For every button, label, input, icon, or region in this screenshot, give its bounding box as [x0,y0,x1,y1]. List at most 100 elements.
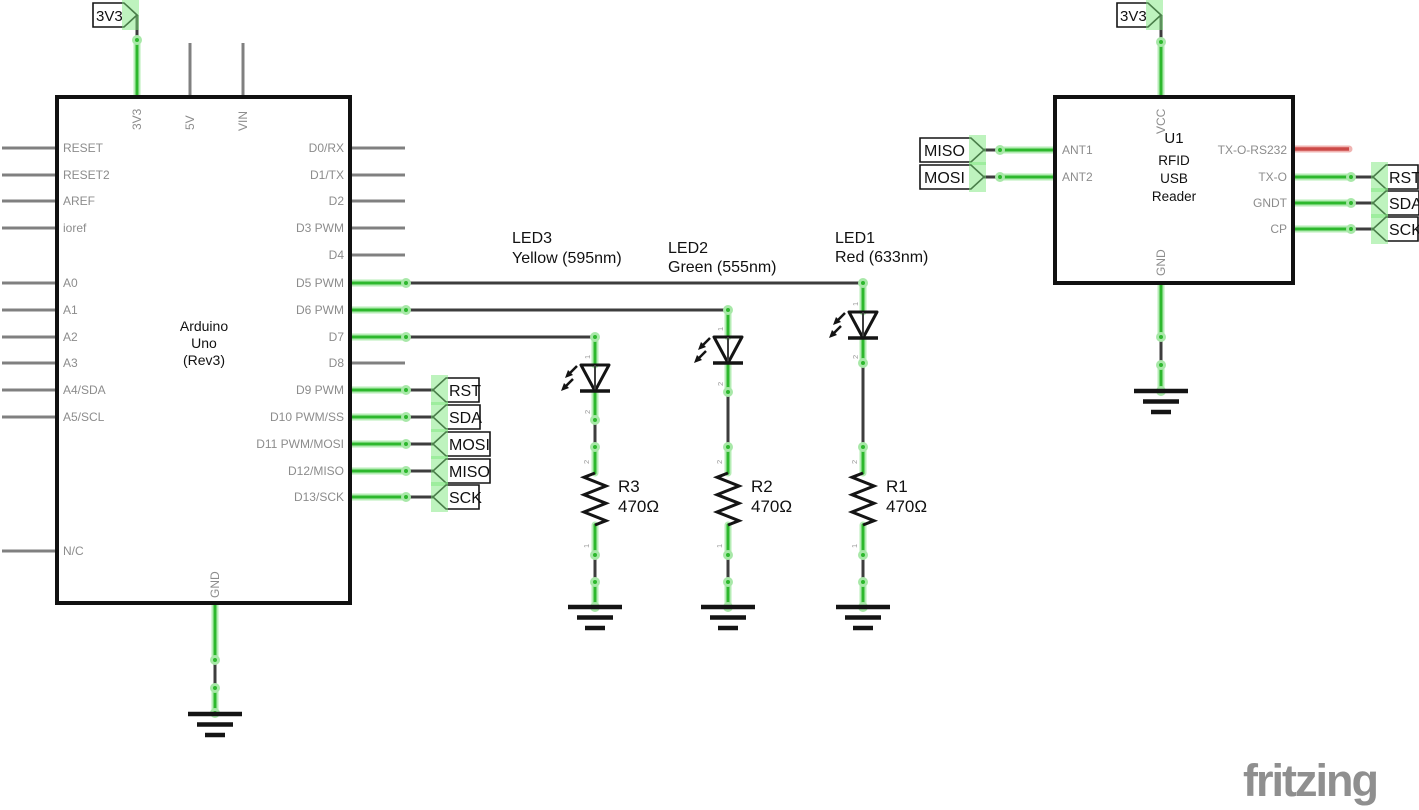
r1-ref-label: R1 [886,477,908,496]
r2-pin2-number: 2 [715,460,724,464]
led2-pin1-number: 1 [716,327,725,331]
arduino-title-line1: Arduino [180,318,228,334]
junction-dots [132,35,1356,718]
arduino-pin-d4: D4 [329,248,345,262]
rfid-pin-txo: TX-O [1258,170,1287,184]
net-label-mosi-rfid[interactable]: MOSI [919,162,986,192]
net-label-sda-arduino[interactable]: SDA [431,402,482,432]
led3-desc-label: Yellow (595nm) [512,250,622,267]
net-label-miso-rfid-text: MISO [924,143,965,160]
arduino-title-line3: (Rev3) [183,352,225,368]
net-label-sda-rfid-text: SDA [1389,196,1419,213]
led1-ref-label: LED1 [835,230,875,247]
led2-pin2-number: 2 [716,382,725,386]
led2-ref-label: LED2 [668,240,708,257]
r3-value-label: 470Ω [618,497,659,516]
rfid-pin-vcc: VCC [1154,108,1168,134]
arduino-pin-d2: D2 [329,194,345,208]
net-label-mosi-arduino-text: MOSI [449,437,490,454]
led2-symbol[interactable]: 1 2 [694,327,744,386]
net-label-rst-arduino[interactable]: RST [431,375,481,405]
arduino-pin-d13: D13/SCK [294,490,344,504]
arduino-pin-d12: D12/MISO [288,464,344,478]
net-label-mosi-rfid-text: MOSI [924,170,965,187]
r3-pin2-number: 2 [582,460,591,464]
fritzing-logo: fritzing [1243,755,1377,806]
led2-desc-label: Green (555nm) [668,259,777,276]
arduino-title-line2: Uno [191,335,217,351]
arduino-pin-d7: D7 [329,330,345,344]
arduino-pin-d3: D3 PWM [296,221,344,235]
rfid-body[interactable] [1053,95,1295,285]
net-label-rst-rfid[interactable]: RST [1371,162,1419,192]
r3-ref-label: R3 [618,477,640,496]
arduino-uno[interactable]: Arduino Uno (Rev3) RESET RESET2 AREF ior… [55,95,352,605]
r2-ref-label: R2 [751,477,773,496]
led-labels: LED1 Red (633nm) LED2 Green (555nm) LED3… [512,230,928,276]
rfid-pin-gnd: GND [1154,249,1168,276]
ground-symbol[interactable] [188,388,1188,738]
net-label-3v3-arduino[interactable]: 3V3 [92,0,139,30]
led1-pin2-number: 2 [851,355,860,359]
arduino-pin-a2: A2 [63,330,78,344]
r1-value-label: 470Ω [886,497,927,516]
net-label-3v3-arduino-text: 3V3 [96,8,123,25]
rfid-ref: U1 [1164,130,1183,147]
r2-pin1-number: 1 [715,544,724,548]
rfid-pin-ant2: ANT2 [1062,170,1093,184]
net-label-sck-rfid[interactable]: SCK [1371,214,1419,244]
led3-symbol[interactable]: 1 2 [561,355,611,414]
led1-symbol[interactable]: 1 2 [829,302,879,359]
arduino-pin-a4: A4/SDA [63,383,106,397]
rfid-pin-cp: CP [1270,222,1287,236]
arduino-pin-d10: D10 PWM/SS [270,410,344,424]
arduino-pin-d5: D5 PWM [296,276,344,290]
rfid-title-line3: Reader [1152,189,1197,204]
rfid-pin-gndt: GNDT [1253,196,1288,210]
arduino-pin-3v3: 3V3 [130,108,144,130]
arduino-pin-aref: AREF [63,194,95,208]
rfid-title-line2: USB [1160,171,1188,186]
net-label-mosi-arduino[interactable]: MOSI [431,429,491,459]
resistor-r1[interactable]: R1 470Ω 2 1 [847,460,927,548]
net-label-sck-arduino-text: SCK [449,490,482,507]
arduino-pin-nc: N/C [63,544,84,558]
net-label-rst-rfid-text: RST [1389,170,1419,187]
led1-emission-arrows [829,312,846,338]
green-wires[interactable] [133,36,1355,718]
rfid-usb-reader[interactable]: U1 RFID USB Reader ANT1 ANT2 TX-O-RS232 … [1053,95,1295,285]
net-label-rst-arduino-text: RST [449,383,481,400]
resistor-r2[interactable]: R2 470Ω 2 1 [712,460,792,548]
r1-pin1-number: 1 [850,544,859,548]
arduino-pin-d11: D11 PWM/MOSI [256,437,344,451]
arduino-pin-5v: 5V [183,115,197,130]
r3-pin1-number: 1 [582,544,591,548]
arduino-pin-ioref: ioref [63,221,87,235]
arduino-pin-d8: D8 [329,356,345,370]
arduino-pin-d9: D9 PWM [296,383,344,397]
resistor-r3[interactable]: R3 470Ω 2 1 [579,460,659,548]
r2-value-label: 470Ω [751,497,792,516]
r1-pin2-number: 2 [850,460,859,464]
led1-pin1-number: 1 [851,302,860,306]
net-label-sda-rfid[interactable]: SDA [1371,188,1419,218]
rfid-pin-txors232: TX-O-RS232 [1218,143,1288,157]
net-label-3v3-rfid[interactable]: 3V3 [1116,0,1163,30]
led1-desc-label: Red (633nm) [835,249,928,266]
arduino-pin-a0: A0 [63,276,78,290]
net-label-sck-arduino[interactable]: SCK [431,482,482,512]
arduino-pin-d0: D0/RX [309,141,344,155]
net-label-sck-rfid-text: SCK [1389,222,1419,239]
arduino-pin-reset2: RESET2 [63,168,110,182]
arduino-pin-a5: A5/SCL [63,410,105,424]
net-label-sda-arduino-text: SDA [449,410,482,427]
net-label-miso-arduino[interactable]: MISO [431,456,491,486]
rfid-pin-ant1: ANT1 [1062,143,1093,157]
arduino-pin-d6: D6 PWM [296,303,344,317]
net-label-miso-rfid[interactable]: MISO [919,135,986,165]
arduino-body[interactable] [55,95,352,605]
arduino-pin-gnd: GND [208,571,222,598]
led3-emission-arrows [561,365,578,391]
unconnected-pin-stubs [2,43,405,553]
